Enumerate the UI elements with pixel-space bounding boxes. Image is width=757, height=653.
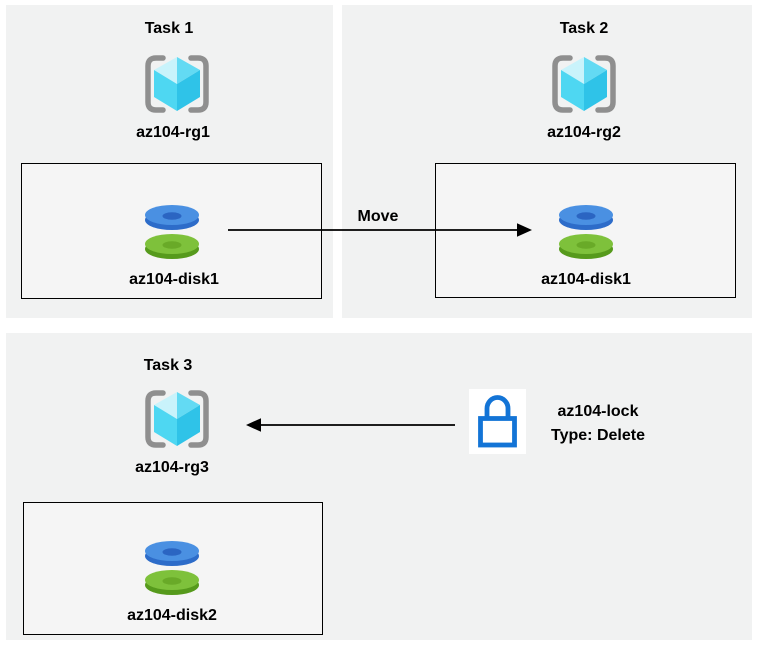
resource-group-icon	[143, 388, 211, 455]
disk-icon	[557, 200, 615, 269]
task3-resource-group-label: az104-rg3	[135, 459, 209, 476]
task2-title: Task 2	[559, 20, 609, 37]
disk-icon	[143, 536, 201, 605]
lock-type-label: Type: Delete	[551, 427, 645, 444]
disk-icon	[143, 200, 201, 269]
task3-disk-label: az104-disk2	[127, 607, 217, 624]
task1-title: Task 1	[144, 20, 194, 37]
lock-icon	[469, 389, 526, 454]
task3-resource-box	[23, 502, 323, 635]
move-arrow-label: Move	[357, 208, 399, 225]
resource-group-icon	[143, 53, 211, 120]
task1-resource-box	[21, 163, 322, 299]
task3-title: Task 3	[143, 357, 193, 374]
task1-resource-group-label: az104-rg1	[136, 124, 210, 141]
lock-label-group: az104-lock Type: Delete	[551, 400, 645, 448]
lock-name-label: az104-lock	[557, 403, 639, 420]
task2-resource-group-label: az104-rg2	[547, 124, 621, 141]
task2-disk-label: az104-disk1	[541, 271, 631, 288]
resource-group-icon	[550, 53, 618, 120]
task1-disk-label: az104-disk1	[129, 271, 219, 288]
